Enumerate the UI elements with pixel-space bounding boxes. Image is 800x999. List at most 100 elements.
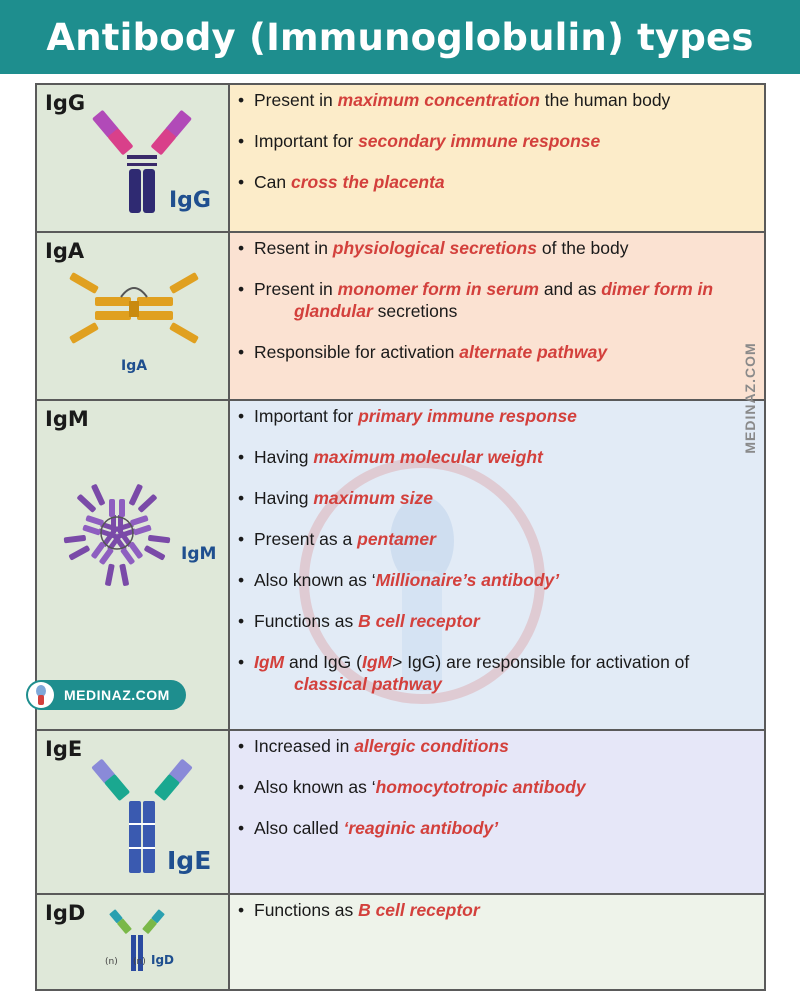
highlight-text: B cell receptor [358, 900, 480, 920]
bullet-item: Present in maximum concentration the hum… [236, 89, 756, 111]
igg-antibody-icon [92, 110, 192, 213]
highlight-text: B cell receptor [358, 611, 480, 631]
row-iga: IgA IgA Resent in physiological secretio [37, 233, 764, 401]
bullet-item: Responsible for activation alternate pat… [236, 341, 756, 363]
bullet-text: secretions [372, 301, 458, 321]
row-igm-desc: Important for primary immune responseHav… [230, 401, 764, 729]
row-igg-desc: Present in maximum concentration the hum… [230, 85, 764, 231]
bullet-item: Present as a pentamer [236, 528, 756, 550]
bullet-item: Also known as ‘Millionaire’s antibody’ [236, 569, 756, 591]
bullet-item: Important for primary immune response [236, 405, 756, 427]
bullet-item: Also called ‘reaginic antibody’ [236, 817, 756, 839]
bullet-text: Also known as ‘ [254, 570, 376, 590]
highlight-text: primary immune response [358, 406, 577, 426]
row-name: IgA [45, 239, 85, 263]
highlight-text: secondary immune response [358, 131, 601, 151]
bullet-item: Resent in physiological secretions of th… [236, 237, 756, 259]
igd-mark-left: (n) [105, 957, 118, 967]
row-igg: IgG IgG Present in maximum concentration… [37, 85, 764, 233]
badge-text: MEDINAZ.COM [64, 687, 170, 703]
igd-mark-right: (n) [133, 957, 146, 967]
title-banner: Antibody (Immunoglobulin) types [0, 0, 800, 74]
side-watermark-text: MEDINAZ.COM [742, 342, 758, 454]
highlight-text: glandular [294, 301, 373, 321]
bullet-text: Present in [254, 279, 338, 299]
iga-antibody-icon [69, 272, 199, 344]
highlight-text: pentamer [357, 529, 436, 549]
igg-label: IgG [169, 188, 211, 213]
bullet-text: of the body [537, 238, 629, 258]
row-igd: IgD (n) (n) IgD Functions as B cell rece… [37, 895, 764, 989]
row-name: IgD [45, 901, 86, 925]
highlight-text: dimer form in [601, 279, 714, 299]
igm-pentamer-icon [61, 484, 173, 589]
bullet-list: Functions as B cell receptor [236, 899, 756, 921]
highlight-text: Millionaire’s antibody’ [375, 570, 560, 590]
highlight-text: maximum concentration [337, 90, 540, 110]
bullet-text: the human body [539, 90, 671, 110]
highlight-text: physiological secretions [332, 238, 538, 258]
row-igd-image-cell: IgD (n) (n) IgD [37, 895, 230, 989]
highlight-text: alternate pathway [459, 342, 608, 362]
bullet-text: Increased in [254, 736, 355, 756]
bullet-text: Functions as [254, 611, 359, 631]
bullet-item: Functions as B cell receptor [236, 610, 756, 632]
highlight-text: IgM [361, 652, 393, 672]
highlight-text: maximum molecular weight [313, 447, 543, 467]
bullet-item: Present in monomer form in serum and as … [236, 278, 756, 322]
igd-label: IgD [151, 953, 175, 967]
highlight-text: monomer form in serum [337, 279, 539, 299]
bullet-list: Important for primary immune responseHav… [236, 405, 756, 695]
row-igd-desc: Functions as B cell receptor [230, 895, 764, 989]
highlight-text: maximum size [313, 488, 433, 508]
bullet-text: and IgG ( [284, 652, 362, 672]
row-ige-image-cell: IgE IgE [37, 731, 230, 893]
bullet-item: Important for secondary immune response [236, 130, 756, 152]
igm-label: IgM [181, 544, 217, 564]
row-igg-image-cell: IgG IgG [37, 85, 230, 231]
bullet-item: IgM and IgG (IgM> IgG) are responsible f… [236, 651, 756, 695]
bullet-text: Having [254, 447, 314, 467]
bullet-text: Present as a [254, 529, 358, 549]
iga-label: IgA [121, 358, 148, 374]
highlight-text: homocytotropic antibody [375, 777, 586, 797]
igd-antibody-icon [109, 909, 165, 971]
bullet-text: Present in [254, 90, 338, 110]
bullet-text: Important for [254, 406, 359, 426]
bullet-text: Resent in [254, 238, 333, 258]
bullet-item: Increased in allergic conditions [236, 735, 756, 757]
page-title: Antibody (Immunoglobulin) types [46, 15, 754, 59]
bullet-item: Having maximum size [236, 487, 756, 509]
bullet-item: Also known as ‘homocytotropic antibody [236, 776, 756, 798]
highlight-text: classical pathway [294, 674, 442, 694]
bullet-item: Having maximum molecular weight [236, 446, 756, 468]
bullet-list: Resent in physiological secretions of th… [236, 237, 756, 363]
bullet-text: Can [254, 172, 291, 192]
row-name: IgG [45, 91, 86, 115]
bullet-text: Responsible for activation [254, 342, 460, 362]
bullet-list: Present in maximum concentration the hum… [236, 89, 756, 193]
highlight-text: cross the placenta [290, 172, 445, 192]
highlight-text: IgM [254, 652, 285, 672]
row-igm-image-cell: IgM IgM [37, 401, 230, 729]
medinaz-logo-icon [28, 682, 54, 708]
ige-label: IgE [167, 846, 212, 875]
bullet-continuation: classical pathway [254, 673, 756, 695]
bullet-item: Functions as B cell receptor [236, 899, 756, 921]
antibody-table: IgG IgG Present in maximum concentration… [35, 83, 766, 991]
bullet-text: and as [538, 279, 602, 299]
row-igm: IgM IgM [37, 401, 764, 731]
bullet-text: Also known as ‘ [254, 777, 376, 797]
bullet-text: Important for [254, 131, 359, 151]
highlight-text: allergic conditions [354, 736, 509, 756]
ige-antibody-icon [91, 759, 193, 873]
bullet-text: > IgG) are responsible for activation of [392, 652, 690, 672]
row-iga-desc: Resent in physiological secretions of th… [230, 233, 764, 399]
bullet-text: Having [254, 488, 314, 508]
row-iga-image-cell: IgA IgA [37, 233, 230, 399]
bullet-continuation: glandular secretions [254, 300, 756, 322]
side-watermark: MEDINAZ.COM [740, 335, 760, 465]
row-name: IgE [45, 737, 83, 761]
row-ige-desc: Increased in allergic conditionsAlso kno… [230, 731, 764, 893]
row-name: IgM [45, 407, 89, 431]
